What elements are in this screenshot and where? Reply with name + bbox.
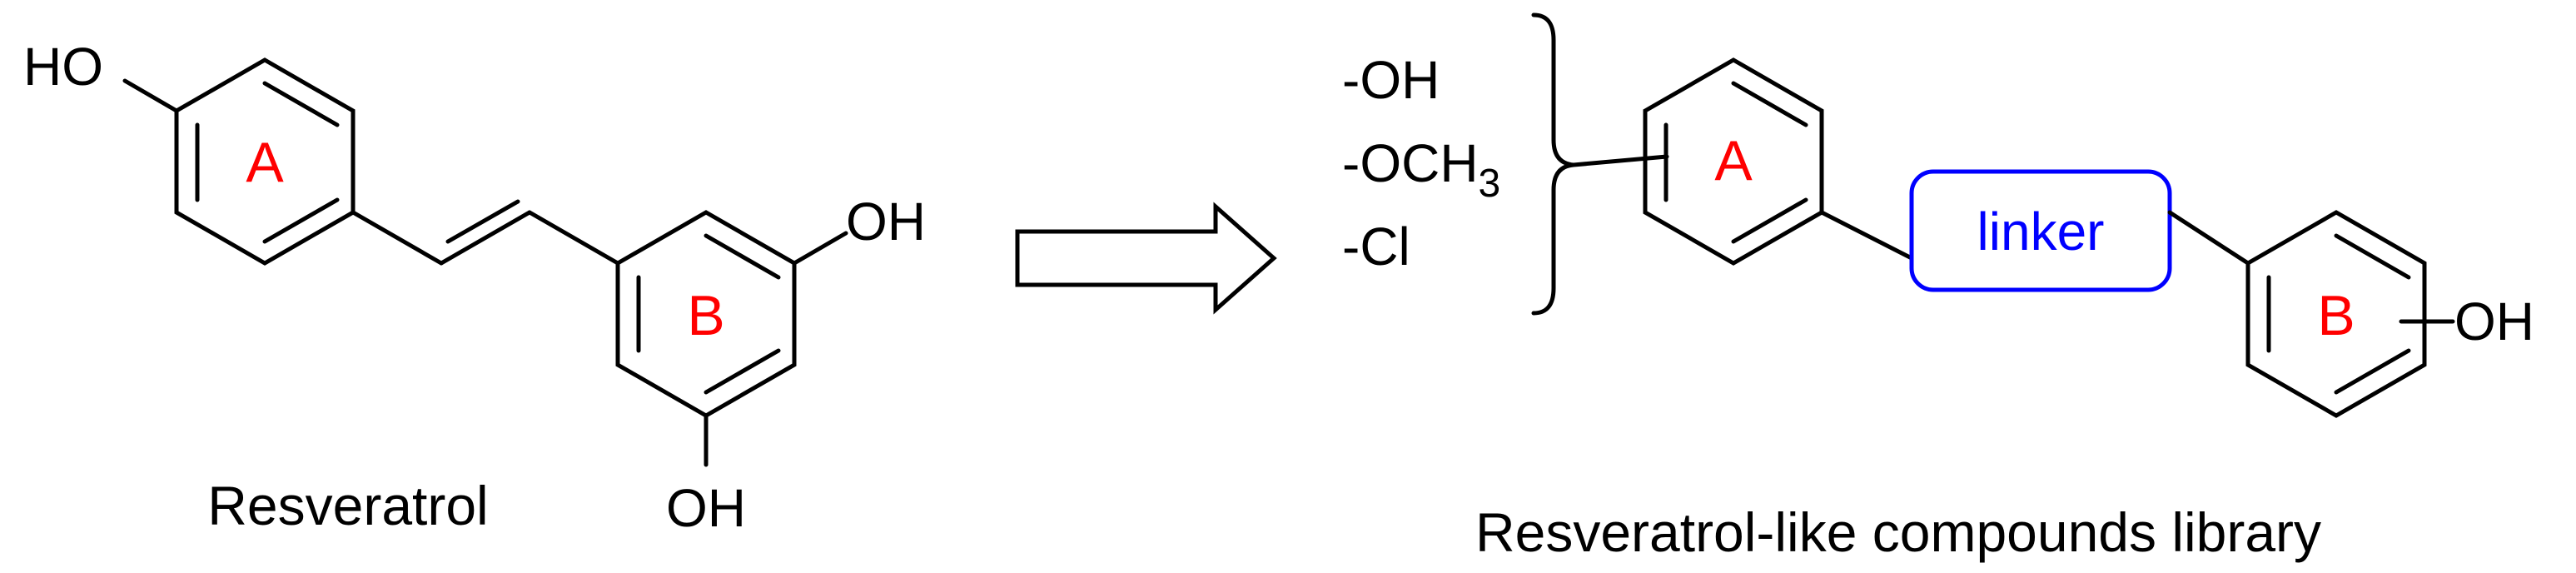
substituent-item: -OCH3	[1342, 133, 1500, 206]
ring-a-inner-bond	[262, 197, 340, 244]
oh-bond	[792, 231, 848, 266]
vinyl-bond	[527, 210, 620, 266]
library-ring-a-inner-bond	[1731, 197, 1808, 244]
vinyl-bond	[439, 210, 532, 266]
ring-b-label: B	[687, 284, 724, 347]
linker-ring-b-bond	[2167, 210, 2250, 266]
library-ring-b-label: B	[2317, 284, 2355, 347]
ring-b-inner-bond	[704, 233, 781, 280]
library-ring-a-inner-bond	[1731, 81, 1808, 127]
library-ring-b-hexagon	[2245, 210, 2427, 418]
ring-b-inner-bond	[704, 348, 781, 395]
library-ring-b-inner-bond	[2334, 233, 2411, 280]
ring-b-hexagon	[615, 210, 797, 418]
curly-brace	[1531, 12, 1574, 316]
bottom-hydroxyl-label: OH	[666, 478, 746, 538]
right-hydroxyl-label: OH	[846, 192, 926, 252]
transformation-arrow	[1015, 202, 1277, 315]
library-ring-a-label: A	[1714, 129, 1753, 192]
vinyl-bond	[351, 210, 444, 266]
ring-a-label: A	[246, 131, 284, 194]
ring-a-inner-bond	[262, 81, 340, 127]
library-caption: Resveratrol-like compounds library	[1475, 501, 2321, 563]
substituent-bond	[1571, 154, 1669, 167]
ho-bond	[122, 78, 179, 113]
top-hydroxyl-label: HO	[23, 37, 103, 97]
vinyl-double-bond	[445, 199, 520, 244]
library-ring-b-inner-bond	[2334, 348, 2411, 395]
library-hydroxyl-label: OH	[2454, 291, 2534, 351]
ring-a-linker-bond	[1819, 210, 1914, 261]
linker-label: linker	[1977, 202, 2105, 262]
substituent-item: -Cl	[1342, 217, 1410, 277]
resveratrol-structure: HO A B OH OH Resveratrol	[23, 37, 926, 538]
resveratrol-caption: Resveratrol	[207, 475, 488, 536]
substituent-item: -OH	[1342, 50, 1440, 110]
linker-box	[1909, 169, 2172, 292]
library-structure: -OH -OCH3 -Cl A linker B OH	[1342, 12, 2534, 563]
